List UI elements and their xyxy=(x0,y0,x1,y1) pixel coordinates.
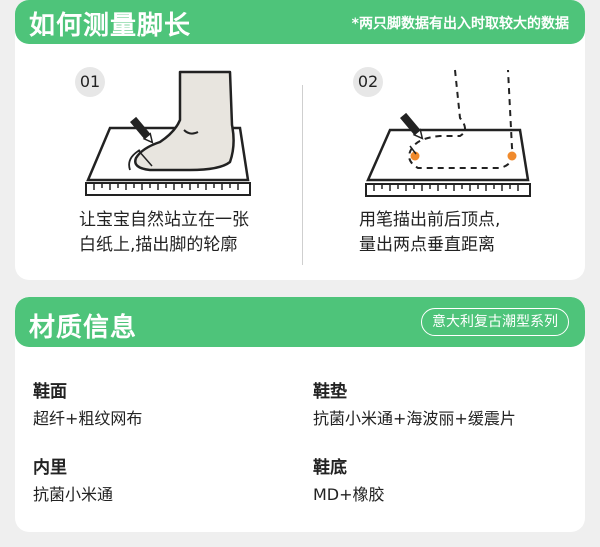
steps-divider xyxy=(302,85,303,265)
measure-note: *两只脚数据有出入时取较大的数据 xyxy=(351,16,569,32)
insole-value: 抗菌小米通+海波丽+缓震片 xyxy=(313,409,516,428)
sole-label: 鞋底 xyxy=(313,458,347,478)
series-tag: 意大利复古潮型系列 xyxy=(421,308,569,336)
lining-label: 内里 xyxy=(33,458,67,478)
step-2-number: 02 xyxy=(353,67,383,97)
lining-value: 抗菌小米通 xyxy=(33,485,114,504)
material-title: 材质信息 xyxy=(29,313,138,343)
sole-value: MD+橡胶 xyxy=(313,485,385,504)
measure-header: 如何测量脚长 *两只脚数据有出入时取较大的数据 xyxy=(15,0,585,44)
step-2-text: 用笔描出前后顶点, 量出两点垂直距离 xyxy=(359,208,559,258)
step-2-line-1: 用笔描出前后顶点, xyxy=(359,210,501,230)
step-1-line-1: 让宝宝自然站立在一张 xyxy=(79,210,249,230)
upper-label: 鞋面 xyxy=(33,382,67,402)
step-1-text: 让宝宝自然站立在一张 白纸上,描出脚的轮廓 xyxy=(79,208,279,258)
foot-outline-illustration xyxy=(85,70,251,196)
measure-card: 如何测量脚长 *两只脚数据有出入时取较大的数据 01 xyxy=(15,0,585,280)
step-1-line-2: 白纸上,描出脚的轮廓 xyxy=(79,235,238,255)
step-1-number: 01 xyxy=(75,67,105,97)
measure-title: 如何测量脚长 xyxy=(29,11,192,41)
step-2-line-2: 量出两点垂直距离 xyxy=(359,235,495,255)
upper-value: 超纤+粗纹网布 xyxy=(33,409,143,428)
material-header: 材质信息 意大利复古潮型系列 xyxy=(15,297,585,347)
material-card: 材质信息 意大利复古潮型系列 鞋面 超纤+粗纹网布 鞋垫 抗菌小米通+海波丽+缓… xyxy=(15,297,585,532)
foot-points-illustration xyxy=(365,69,531,197)
insole-label: 鞋垫 xyxy=(313,382,347,402)
